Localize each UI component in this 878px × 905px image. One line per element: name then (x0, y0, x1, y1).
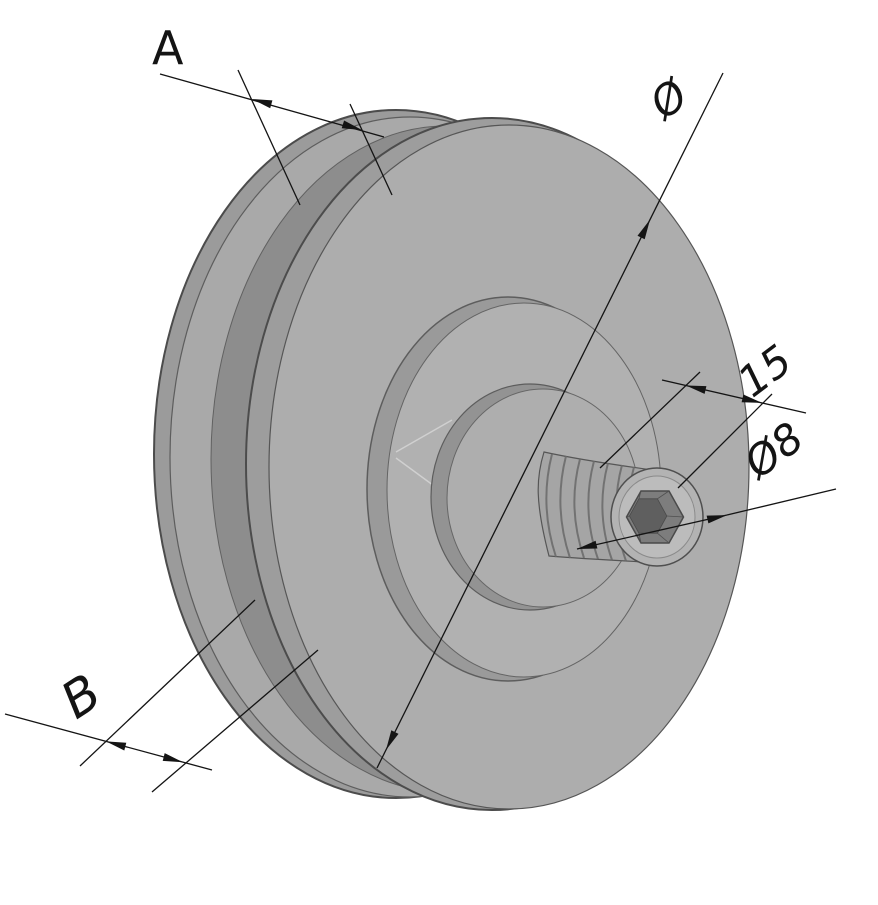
dim-b-arrow-left (106, 741, 127, 751)
dim-a-ext-2 (349, 103, 393, 196)
thread-line (559, 455, 571, 559)
dim-b-ext-1 (79, 599, 256, 767)
dim-dia8-arrow-right (706, 515, 727, 524)
dim-a-label: A (152, 21, 184, 75)
dim-dia-arrow-bottom (386, 730, 399, 750)
dim-a-ext-1 (237, 69, 301, 206)
dim-15-ext-1 (599, 371, 701, 469)
dim-dia-arrow-top (637, 219, 650, 240)
hex-wall-line (657, 490, 670, 500)
dim-dia8-line (576, 514, 728, 550)
hex-wall-line (666, 515, 684, 518)
dim-a-arrow-right (341, 120, 362, 130)
pulley-body (153, 109, 750, 811)
hex-wall-line (657, 532, 670, 544)
hex-socket-walls (626, 490, 684, 544)
thread-line (545, 453, 557, 558)
dim-15-ext-2 (677, 393, 773, 489)
dim-dia-line (376, 72, 724, 769)
hex-wall-line (638, 490, 642, 499)
dim-15-arrow-left (686, 385, 707, 394)
dim-15-arrow-right (741, 394, 762, 403)
dim-b-arrow-right (162, 753, 183, 763)
thread-line (587, 460, 599, 560)
highlight-line (395, 419, 453, 453)
dimension-a: A (152, 21, 393, 206)
dim-dia8-leader (726, 488, 837, 516)
thread-line (601, 462, 613, 561)
dim-b-ext-2 (151, 649, 319, 793)
hex-wall-line (626, 515, 630, 518)
dim-a-arrow-left (252, 99, 273, 109)
dim-dia8-arrow-left (577, 540, 598, 549)
